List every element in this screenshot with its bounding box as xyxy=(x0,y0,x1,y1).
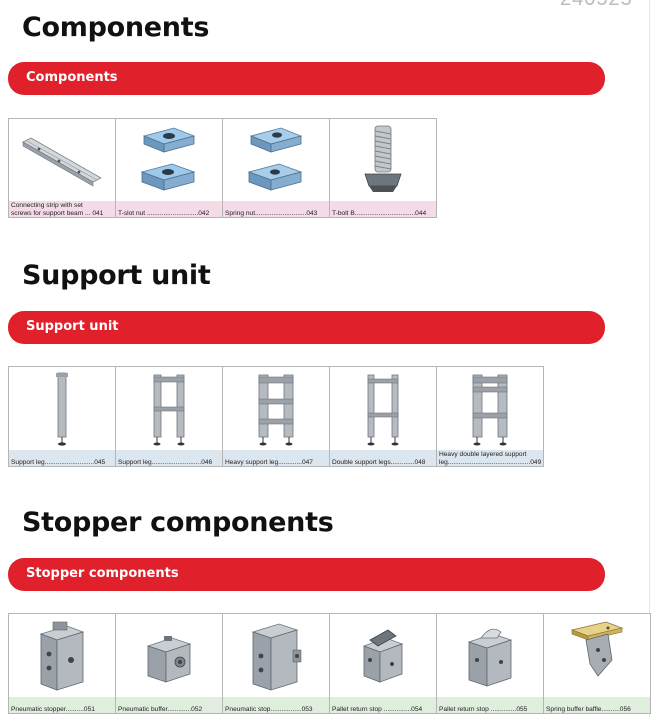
section-banner: Stopper components xyxy=(8,558,605,591)
product-card[interactable]: Pallet return stop ..............055 xyxy=(437,614,544,714)
product-card[interactable]: Heavy double layered support leg........… xyxy=(437,367,544,467)
product-grid: Connecting strip with set screws for sup… xyxy=(8,118,437,218)
t-slot-nut-icon xyxy=(116,119,222,201)
product-card[interactable]: Double support legs.............048 xyxy=(330,367,437,467)
product-caption: Heavy support leg.............047 xyxy=(223,450,329,466)
section-banner: Support unit xyxy=(8,311,605,344)
product-caption: Support leg...........................04… xyxy=(9,450,115,466)
connecting-strip-icon xyxy=(9,119,115,201)
product-card[interactable]: Support leg...........................04… xyxy=(116,367,223,467)
product-grid: Support leg...........................04… xyxy=(8,366,544,467)
product-card[interactable]: Connecting strip with set screws for sup… xyxy=(9,119,116,218)
support-leg-frame-icon xyxy=(116,367,222,450)
heavy-double-layered-leg-icon xyxy=(437,367,543,450)
product-card[interactable]: Pallet return stop ...............054 xyxy=(330,614,437,714)
product-caption: Connecting strip with set screws for sup… xyxy=(9,201,115,217)
product-caption: Pneumatic stop.................053 xyxy=(223,697,329,713)
product-caption: Spring buffer baffle..........056 xyxy=(544,697,650,713)
product-card[interactable]: Spring nut............................04… xyxy=(223,119,330,218)
product-card[interactable]: Spring buffer baffle..........056 xyxy=(544,614,651,714)
section-title: Components xyxy=(22,12,210,43)
pneumatic-stop-icon xyxy=(223,614,329,697)
product-card[interactable]: Heavy support leg.............047 xyxy=(223,367,330,467)
page-edge-divider xyxy=(649,0,650,717)
pneumatic-buffer-icon xyxy=(116,614,222,697)
product-caption: Pneumatic stopper..........051 xyxy=(9,697,115,713)
product-card[interactable]: Pneumatic stopper..........051 xyxy=(9,614,116,714)
product-caption: Double support legs.............048 xyxy=(330,450,436,466)
product-caption: T-slot nut ............................0… xyxy=(116,201,222,217)
section-title: Support unit xyxy=(22,260,211,291)
product-caption: Pneumatic buffer.............052 xyxy=(116,697,222,713)
support-leg-single-icon xyxy=(9,367,115,450)
product-caption: Pallet return stop ..............055 xyxy=(437,697,543,713)
product-card[interactable]: T-bolt B................................… xyxy=(330,119,437,218)
product-caption: T-bolt B................................… xyxy=(330,201,436,217)
pneumatic-stopper-icon xyxy=(9,614,115,697)
product-caption: Support leg...........................04… xyxy=(116,450,222,466)
banner-label: Components xyxy=(26,70,118,85)
product-caption: Heavy double layered support leg........… xyxy=(437,450,543,466)
page-code: 240525 xyxy=(560,0,633,11)
t-bolt-icon xyxy=(330,119,436,201)
section-banner: Components xyxy=(8,62,605,95)
product-caption: Pallet return stop ...............054 xyxy=(330,697,436,713)
pallet-return-stop-icon xyxy=(330,614,436,697)
section-title: Stopper components xyxy=(22,507,334,538)
double-support-legs-icon xyxy=(330,367,436,450)
banner-label: Stopper components xyxy=(26,566,179,581)
spring-nut-icon xyxy=(223,119,329,201)
product-card[interactable]: Pneumatic buffer.............052 xyxy=(116,614,223,714)
product-card[interactable]: Pneumatic stop.................053 xyxy=(223,614,330,714)
product-card[interactable]: T-slot nut ............................0… xyxy=(116,119,223,218)
heavy-support-leg-icon xyxy=(223,367,329,450)
product-grid: Pneumatic stopper..........051 Pneumatic… xyxy=(8,613,651,714)
product-card[interactable]: Support leg...........................04… xyxy=(9,367,116,467)
spring-buffer-baffle-icon xyxy=(544,614,650,697)
pallet-return-stop-icon xyxy=(437,614,543,697)
product-caption: Spring nut............................04… xyxy=(223,201,329,217)
banner-label: Support unit xyxy=(26,319,119,334)
